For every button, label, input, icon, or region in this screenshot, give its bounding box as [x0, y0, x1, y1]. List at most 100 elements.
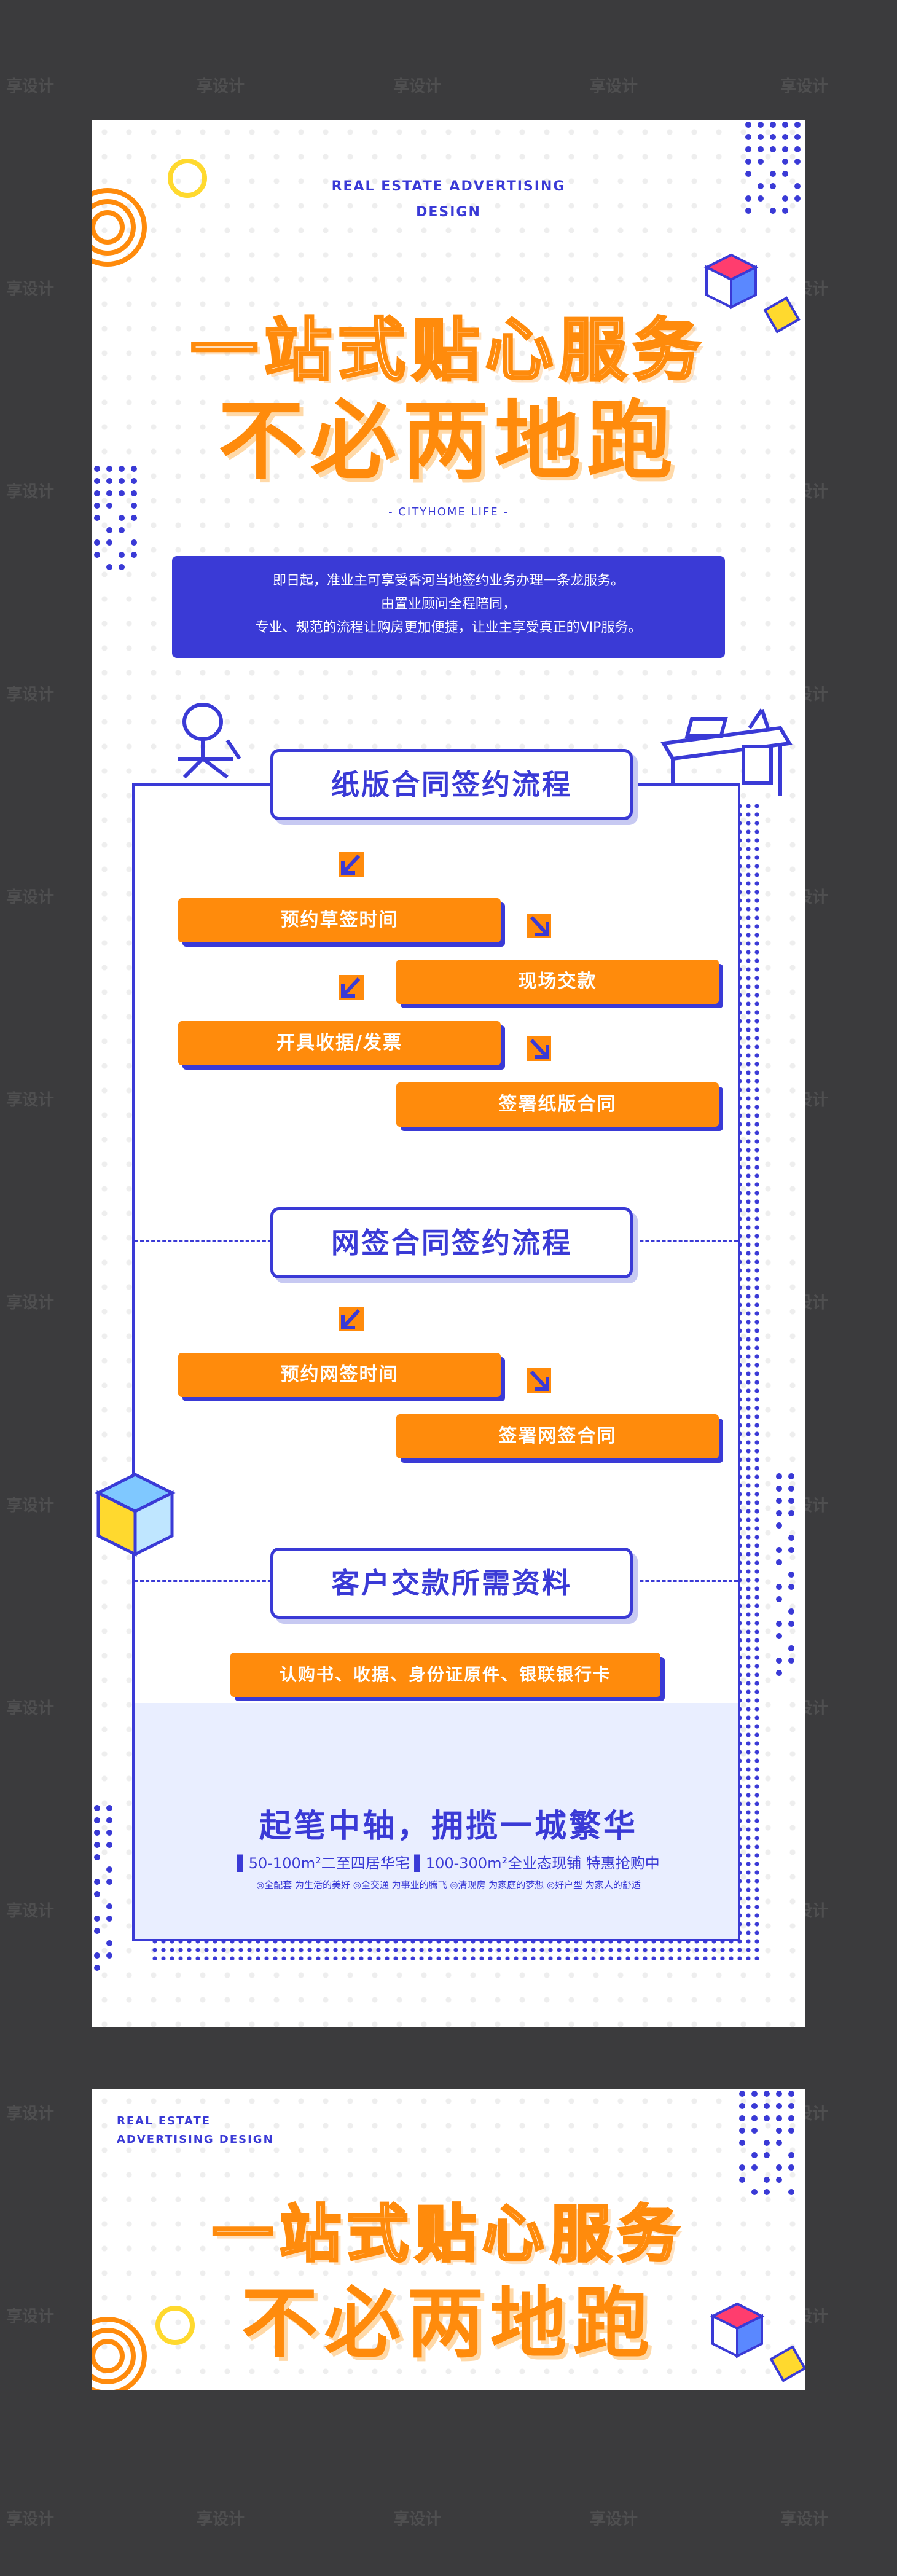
dot [788, 2091, 794, 2097]
dot [770, 208, 776, 214]
bottom-subtitle: ▌50-100m²二至四居华宅 ▌100-300m²全业态现铺 特惠抢购中 [237, 1855, 660, 1872]
dot [776, 2091, 782, 2097]
dot [776, 1621, 782, 1627]
yellow-ring-icon [155, 2306, 195, 2345]
dot [776, 2177, 782, 2183]
dot [782, 146, 788, 152]
watermark: 享设计 [393, 2510, 442, 2529]
dot [782, 208, 788, 214]
step-book-online-time: 预约网签时间 [178, 1353, 501, 1397]
dot [94, 478, 100, 484]
dot [106, 539, 112, 546]
header-line-1: REAL ESTATE ADVERTISING [331, 179, 566, 194]
dot [764, 2091, 770, 2097]
dot [739, 2103, 745, 2109]
dot [119, 478, 125, 484]
dot [788, 2103, 794, 2109]
bottom-notes: ◎全配套 为生活的美好 ◎全交通 为事业的腾飞 ◎清现房 为家庭的梦想 ◎好户型… [256, 1879, 641, 1890]
diagonal-arrow-icon [527, 1036, 551, 1061]
dot [751, 2128, 758, 2134]
dot [131, 539, 137, 546]
dot [758, 122, 764, 128]
watermark: 享设计 [6, 1091, 55, 1110]
dot [788, 1547, 794, 1553]
watermark: 享设计 [6, 1902, 55, 1920]
dot [745, 195, 751, 202]
dot [764, 2177, 770, 2183]
bottom-band [135, 1703, 738, 1939]
banner: REAL ESTATE ADVERTISING DESIGN 一站式贴心服务 不… [92, 2089, 805, 2390]
desk-icon [660, 708, 793, 799]
intro-box: 即日起，准业主可享受香河当地签约业务办理一条龙服务。 由置业顾问全程陪同， 专业… [172, 556, 725, 658]
diagonal-arrow-icon [339, 1307, 364, 1331]
step-book-draft-time: 预约草签时间 [178, 898, 501, 942]
cube-icon [703, 253, 801, 334]
dot [131, 466, 137, 472]
watermark: 享设计 [780, 77, 829, 96]
dot [788, 1658, 794, 1664]
dot [758, 146, 764, 152]
dot [119, 527, 125, 533]
dot [776, 2128, 782, 2134]
dot [770, 122, 776, 128]
dot [794, 159, 801, 165]
dot [758, 159, 764, 165]
dot [106, 1916, 112, 1922]
intro-line-3: 专业、规范的流程让购房更加便捷，让业主享受真正的VIP服务。 [255, 620, 642, 635]
dot [745, 159, 751, 165]
dot [776, 2140, 782, 2146]
dot [739, 2128, 745, 2134]
dot [119, 552, 125, 558]
dot [776, 1486, 782, 1492]
banner-headline-line-2: 不必两地跑 [241, 2279, 656, 2368]
dot [94, 1817, 100, 1823]
dot [758, 183, 764, 189]
dot [94, 1965, 100, 1971]
dot [751, 2103, 758, 2109]
dot [745, 171, 751, 177]
dot [751, 2115, 758, 2121]
dot [788, 1584, 794, 1590]
dot [94, 503, 100, 509]
dot [94, 1879, 100, 1885]
dot [739, 2115, 745, 2121]
intro-line-2: 由置业顾问全程陪同， [380, 597, 516, 612]
dot [106, 503, 112, 509]
dot [739, 2177, 745, 2183]
dot [106, 1817, 112, 1823]
dot [131, 478, 137, 484]
dot [770, 183, 776, 189]
dot [119, 466, 125, 472]
watermark: 享设计 [6, 888, 55, 907]
intro-line-1: 即日起，准业主可享受香河当地签约业务办理一条龙服务。 [272, 573, 624, 589]
dot [788, 2152, 794, 2158]
dot [788, 1510, 794, 1516]
banner-header-line-2: ADVERTISING DESIGN [117, 2133, 274, 2146]
dot [94, 515, 100, 521]
dot [106, 1903, 112, 1909]
dot [758, 134, 764, 140]
dot [788, 1498, 794, 1504]
dot [770, 146, 776, 152]
step-onsite-payment: 现场交款 [396, 960, 719, 1004]
section-title-payment-materials: 客户交款所需资料 [270, 1548, 633, 1619]
dot [106, 1940, 112, 1946]
watermark: 享设计 [6, 1699, 55, 1718]
dot [106, 564, 112, 570]
dot [776, 1584, 782, 1590]
dot [794, 146, 801, 152]
step-sign-paper-contract: 签署纸版合同 [396, 1082, 719, 1127]
banner-header-line-1: REAL ESTATE [117, 2115, 211, 2128]
dot [131, 552, 137, 558]
watermark: 享设计 [6, 280, 55, 299]
dot [764, 2103, 770, 2109]
dots-decoration [94, 1805, 112, 1971]
dot [764, 2115, 770, 2121]
headline-line-1: 一站式贴心服务 [189, 310, 707, 391]
dot [794, 183, 801, 189]
dot [94, 1952, 100, 1959]
header-english: REAL ESTATE ADVERTISING DESIGN [295, 174, 602, 225]
dot [751, 2152, 758, 2158]
cube-icon [710, 2302, 805, 2382]
section-title-paper-contract: 纸版合同签约流程 [270, 749, 633, 820]
